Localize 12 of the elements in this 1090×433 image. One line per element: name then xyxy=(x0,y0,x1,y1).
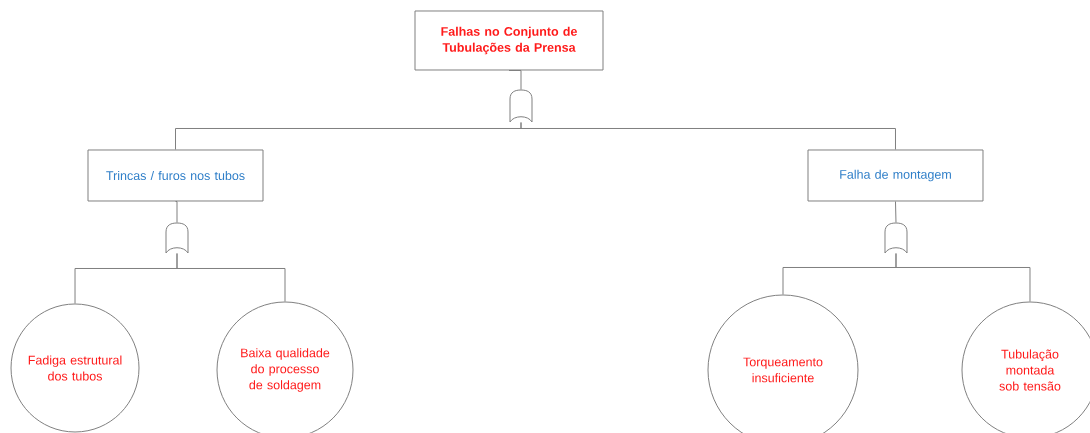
or-gate xyxy=(165,222,189,254)
connector-line xyxy=(895,201,897,223)
connector-line xyxy=(520,122,896,150)
event-box: Falhas no Conjunto de Tubulações da Prensa xyxy=(414,10,604,71)
connector-line xyxy=(175,201,178,223)
connector-line xyxy=(508,70,522,90)
or-gate xyxy=(884,222,908,254)
or-gate xyxy=(509,89,533,123)
event-box: Falha de montagem xyxy=(807,149,984,202)
event-box: Trincas / furos nos tubos xyxy=(87,149,264,202)
connector-line xyxy=(176,253,286,302)
connector-line xyxy=(895,253,1031,302)
